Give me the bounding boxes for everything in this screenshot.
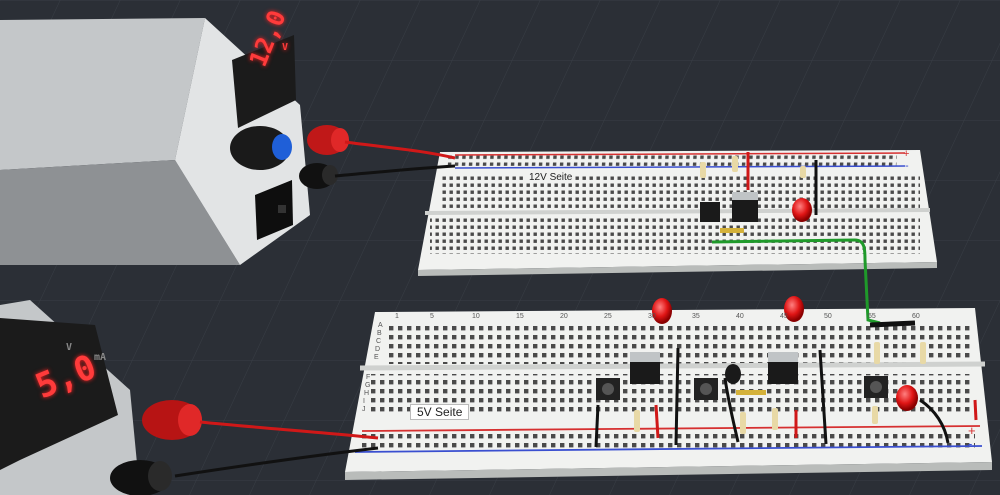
col-num: 60 <box>912 313 920 320</box>
col-num: 5 <box>430 313 434 320</box>
board-5v-minus: - <box>968 436 973 451</box>
terminal-5v-positive[interactable] <box>142 400 202 440</box>
capacitor-bottom[interactable] <box>736 390 766 395</box>
wire-black-bridge[interactable] <box>869 320 916 328</box>
push-button-3[interactable] <box>864 376 888 398</box>
power-supply-5v <box>0 300 202 495</box>
resistor-bottom-5[interactable] <box>920 342 926 364</box>
resistor-top-2[interactable] <box>732 156 738 172</box>
col-num: 25 <box>604 313 612 320</box>
capacitor-top[interactable] <box>720 228 744 233</box>
led-bottom-3[interactable] <box>896 385 918 411</box>
row-letter: G <box>365 382 371 389</box>
row-letter: A <box>378 322 383 329</box>
breadboard-12v <box>418 150 937 276</box>
row-letter: B <box>377 330 382 337</box>
wire-black-1[interactable] <box>594 404 600 448</box>
wire-black-2[interactable] <box>674 347 680 446</box>
rail-top-blue <box>454 165 906 169</box>
wire-black-12v[interactable] <box>334 164 456 178</box>
wire-red-1[interactable] <box>654 404 660 439</box>
col-num: 10 <box>472 313 480 320</box>
row-letter: F <box>366 374 371 381</box>
board-5v-label: 5V Seite <box>410 404 470 420</box>
push-button-2[interactable] <box>694 378 718 400</box>
board-12v-label: 12V Seite <box>526 172 576 183</box>
resistor-bottom-2[interactable] <box>740 412 746 434</box>
board-5v-plus: + <box>968 423 976 438</box>
wire-red-3[interactable] <box>973 399 978 421</box>
row-letter: J <box>362 406 366 413</box>
rail-bottom-red <box>361 425 981 432</box>
voltage-regulator-bottom-1[interactable] <box>630 352 660 384</box>
wire-black-5[interactable] <box>919 398 950 444</box>
voltage-regulator-top[interactable] <box>732 192 758 222</box>
breadboard-5v <box>345 308 992 480</box>
board-12v-plus: + <box>903 148 910 160</box>
col-num: 45 <box>780 313 788 320</box>
terminal-5v-negative[interactable] <box>110 460 172 495</box>
col-num: 1 <box>395 313 399 320</box>
terminal-12v-negative[interactable] <box>299 163 338 189</box>
display-5v-unit-v: V <box>66 342 73 353</box>
row-letter: I <box>363 398 365 405</box>
resistor-bottom-4[interactable] <box>874 342 880 364</box>
knob-12v[interactable] <box>230 126 292 170</box>
display-5v <box>0 318 118 470</box>
row-letter: C <box>376 338 382 345</box>
display-12v <box>232 35 296 128</box>
board-12v-minus: - <box>905 160 909 172</box>
wire-red-5v[interactable] <box>199 420 379 440</box>
col-num: 20 <box>560 313 568 320</box>
terminal-12v-positive[interactable] <box>307 125 349 155</box>
col-num: 50 <box>824 313 832 320</box>
col-num: 15 <box>516 313 524 320</box>
resistor-top-1[interactable] <box>700 162 706 178</box>
resistor-top-3[interactable] <box>800 166 806 178</box>
row-letter: E <box>374 354 379 361</box>
resistor-bottom-1[interactable] <box>634 410 640 432</box>
rail-bottom-blue <box>354 445 983 453</box>
row-letter: H <box>364 390 370 397</box>
wire-black-5v[interactable] <box>174 446 379 478</box>
rail-top-red <box>454 152 906 156</box>
col-num: 35 <box>692 313 700 320</box>
display-12v-unit: V <box>282 42 289 53</box>
transistor-top-1[interactable] <box>700 202 720 222</box>
resistor-bottom-3[interactable] <box>772 408 778 430</box>
power-switch-12v[interactable] <box>255 180 293 240</box>
transistor-bottom[interactable] <box>725 364 741 384</box>
led-bottom-2[interactable] <box>784 296 804 322</box>
led-bottom-1[interactable] <box>652 298 672 324</box>
col-num: 40 <box>736 313 744 320</box>
resistor-bottom-6[interactable] <box>872 406 878 424</box>
wire-black-3[interactable] <box>723 377 740 443</box>
display-5v-unit-ma: mA <box>94 352 107 363</box>
wire-red-12v[interactable] <box>344 140 456 160</box>
row-letter: D <box>375 346 381 353</box>
col-num: 30 <box>648 313 656 320</box>
wire-black-4[interactable] <box>818 349 828 445</box>
push-button-1[interactable] <box>596 378 620 400</box>
power-supply-12v <box>0 18 349 265</box>
col-num: 55 <box>868 313 876 320</box>
wire-green-link[interactable] <box>711 238 881 325</box>
voltage-regulator-bottom-2[interactable] <box>768 352 798 384</box>
led-top[interactable] <box>792 198 812 222</box>
